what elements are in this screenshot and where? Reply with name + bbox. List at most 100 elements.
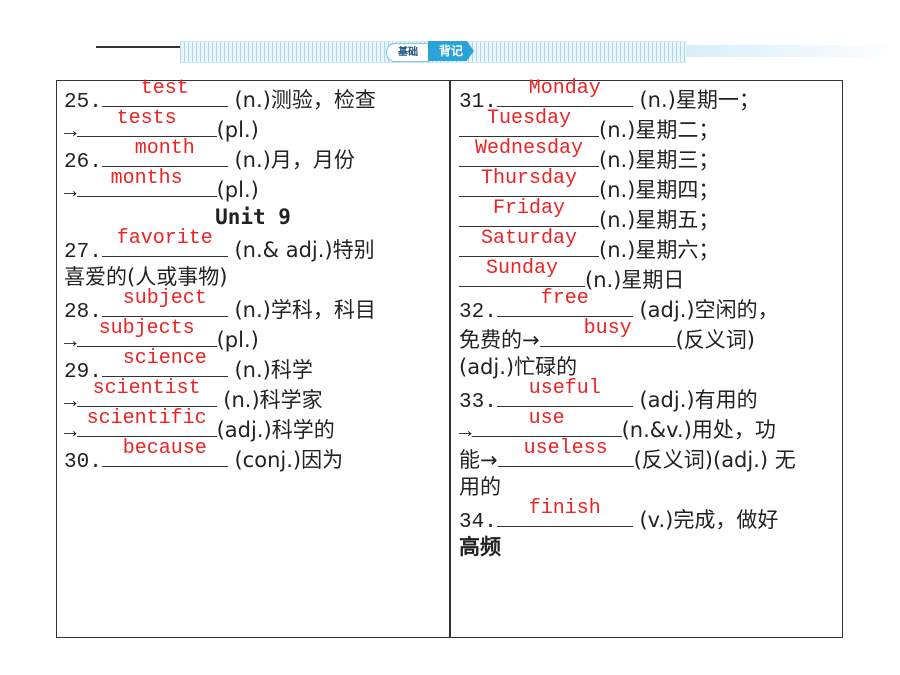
answer-text: scientist [92, 377, 201, 400]
answer-blank: Tuesday [459, 107, 599, 137]
vocab-line: Thursday(n.)星期四； [459, 167, 839, 202]
answer-blank: finish [496, 497, 633, 527]
answer-blank: free [496, 287, 633, 317]
answer-blank: Thursday [459, 167, 599, 197]
answer-blank: favorite [101, 227, 228, 257]
definition-text: (pl.) [216, 118, 259, 142]
answer-text: Friday [492, 197, 565, 220]
answer-text: useless [523, 437, 608, 460]
definition-text: (n.& adj.)特别 [227, 238, 375, 262]
definition-text: (反义词) [675, 328, 755, 352]
arrow-icon: → [64, 421, 77, 444]
header-rule [96, 46, 182, 48]
answer-text: Sunday [485, 257, 558, 280]
vocab-line: 26.month (n.)月，月份 [64, 137, 442, 174]
answer-blank: Sunday [459, 257, 585, 287]
answer-blank: tests [76, 107, 217, 137]
vocab-line: 喜爱的(人或事物) [64, 265, 228, 289]
answer-text: test [140, 77, 189, 100]
definition-text: (n.)月，月份 [227, 148, 355, 172]
vocab-line: Tuesday(n.)星期二； [459, 107, 839, 142]
answer-text: free [540, 287, 589, 310]
section-label: 高频 [459, 535, 501, 559]
answer-blank: subjects [76, 317, 217, 347]
answer-text: busy [583, 317, 632, 340]
vocab-line: 30. because (conj.)因为 [64, 437, 442, 474]
definition-text: (n.)科学 [227, 358, 313, 382]
definition-text: (n.)星期三； [599, 148, 720, 172]
item-number: 32. [459, 301, 497, 324]
answer-text: Monday [528, 77, 601, 100]
item-number: 31. [459, 91, 497, 114]
vocab-line: → scientist (n.)科学家 [64, 377, 442, 414]
vocab-line: 31.Monday (n.)星期一； [459, 77, 839, 114]
vocab-line: 能→ useless (反义词)(adj.) 无 [459, 437, 839, 472]
arrow-icon: → [64, 121, 77, 144]
answer-blank: Monday [496, 77, 633, 107]
definition-text: (n.)星期六； [599, 238, 720, 262]
answer-blank: months [76, 167, 217, 197]
answer-blank: scientific [76, 407, 217, 437]
header-tab-basic: 基础 [386, 43, 430, 62]
item-number: 29. [64, 361, 102, 384]
answer-blank: subject [101, 287, 228, 317]
answer-blank: Friday [459, 197, 599, 227]
arrow-icon: → [64, 391, 77, 414]
answer-blank: Saturday [459, 227, 599, 257]
answer-blank: science [101, 347, 228, 377]
definition-text: (adj.)有用的 [632, 388, 758, 412]
vocab-line: 用的 [459, 475, 501, 499]
vocab-line: Wednesday (n.)星期三； [459, 137, 839, 172]
item-number: 34. [459, 511, 497, 534]
vocab-line: Saturday(n.)星期六； [459, 227, 839, 262]
vocab-line: 29.science (n.)科学 [64, 347, 442, 384]
header-fade [686, 45, 900, 57]
vocab-line: →subjects(pl.) [64, 317, 442, 354]
answer-text: because [122, 437, 207, 460]
definition-text: (n.)星期日 [585, 268, 685, 292]
answer-blank: useful [496, 377, 633, 407]
arrow-icon: → [64, 181, 77, 204]
vocab-line: 32.free (adj.)空闲的， [459, 287, 839, 324]
item-number: 33. [459, 391, 497, 414]
definition-text: (pl.) [216, 178, 259, 202]
answer-blank: because [101, 437, 228, 467]
item-number: 26. [64, 151, 102, 174]
answer-blank: useless [497, 437, 634, 467]
item-number: 27. [64, 241, 102, 264]
answer-text: subjects [98, 317, 195, 340]
answer-text: favorite [116, 227, 213, 250]
answer-text: subject [122, 287, 207, 310]
answer-blank: month [101, 137, 228, 167]
item-number: 30. [64, 451, 102, 474]
answer-blank: test [101, 77, 228, 107]
definition-text: (n.&v.)用处，功 [621, 418, 776, 442]
header-tab-memorize: 背记 [428, 41, 474, 61]
item-number: 25. [64, 91, 102, 114]
answer-text: useful [528, 377, 601, 400]
vocab-line: 33. useful (adj.)有用的 [459, 377, 839, 414]
answer-text: finish [528, 497, 601, 520]
definition-text: (n.)科学家 [216, 388, 323, 412]
definition-text: (n.)学科，科目 [227, 298, 376, 322]
definition-text: 免费的→ [459, 328, 540, 352]
answer-text: scientific [86, 407, 207, 430]
vocab-line: (adj.)忙碌的 [459, 355, 578, 379]
vocab-line: 28. subject (n.)学科，科目 [64, 287, 442, 324]
vocab-line: →scientific(adj.)科学的 [64, 407, 442, 444]
answer-blank: scientist [76, 377, 217, 407]
column-divider [449, 80, 451, 638]
definition-text: (反义词)(adj.) 无 [633, 448, 796, 472]
vocab-line: Sunday (n.)星期日 [459, 257, 839, 292]
definition-text: 能→ [459, 448, 498, 472]
definition-text: (n.)星期五； [599, 208, 720, 232]
answer-text: months [110, 167, 183, 190]
item-number: 28. [64, 301, 102, 324]
vocab-line: 免费的→ busy (反义词) [459, 317, 839, 352]
answer-text: use [528, 407, 565, 430]
vocab-line: → months (pl.) [64, 167, 442, 204]
vocab-line: →use(n.&v.)用处，功 [459, 407, 839, 444]
definition-text: (conj.)因为 [227, 448, 344, 472]
answer-text: Wednesday [474, 137, 584, 160]
definition-text: (n.)星期四； [599, 178, 720, 202]
